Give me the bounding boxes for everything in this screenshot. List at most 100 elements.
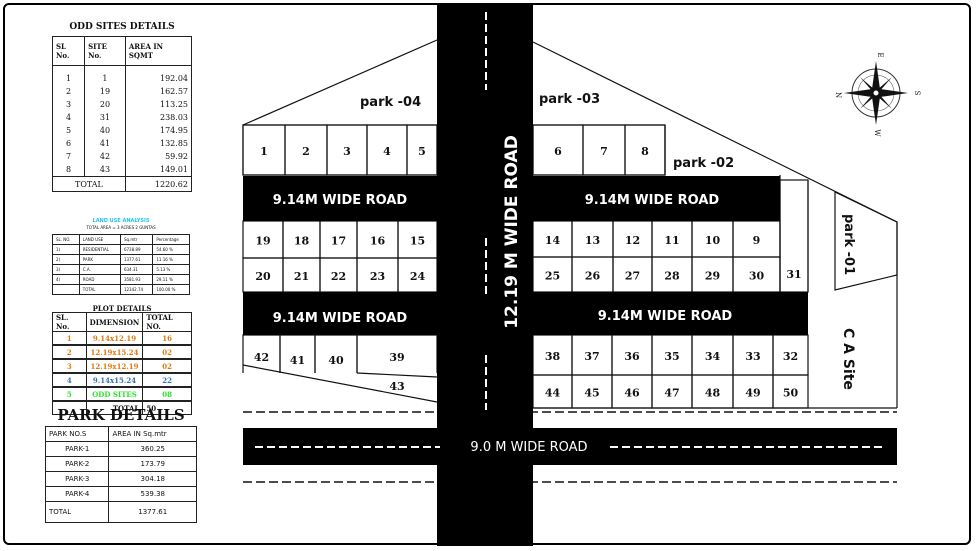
table-cell: 3 — [51, 98, 86, 111]
plot-49[interactable]: 49 — [732, 374, 774, 409]
plot-28[interactable]: 28 — [651, 256, 693, 293]
plot-number: 46 — [624, 387, 640, 400]
park-details-title: PARK DETAILS — [57, 406, 185, 424]
plot-number: 34 — [705, 350, 721, 363]
plot-34[interactable]: 34 — [691, 334, 734, 376]
plot-20[interactable]: 20 — [242, 257, 284, 293]
plot-number: 10 — [705, 234, 721, 247]
plot-30[interactable]: 30 — [732, 256, 781, 293]
plot-14[interactable]: 14 — [532, 220, 573, 258]
plot-18[interactable]: 18 — [282, 220, 321, 259]
plot-19[interactable]: 19 — [242, 220, 284, 259]
plot-15[interactable]: 15 — [397, 220, 438, 259]
plot-45[interactable]: 45 — [571, 374, 613, 409]
plot-5[interactable]: 5 — [406, 124, 438, 176]
table-cell: 2 — [51, 85, 86, 98]
total-value: 1220.62 — [124, 176, 193, 192]
plot-8[interactable]: 8 — [624, 124, 666, 176]
table-cell: 162.57 — [124, 85, 193, 98]
park-02-label: park -02 — [673, 156, 734, 171]
header-cell: DIMENSION — [85, 312, 144, 332]
plot-number: 48 — [705, 387, 721, 400]
plot-40[interactable]: 40 — [314, 334, 358, 373]
plot-number: 36 — [624, 350, 640, 363]
plot-25[interactable]: 25 — [532, 256, 573, 293]
plot-13[interactable]: 13 — [571, 220, 614, 258]
plot-42[interactable]: 42 — [242, 334, 281, 373]
plot-3[interactable]: 3 — [326, 124, 368, 176]
plot-number: 16 — [370, 235, 386, 248]
plot-44[interactable]: 44 — [532, 374, 573, 409]
plot-4[interactable]: 4 — [366, 124, 408, 176]
plot-23[interactable]: 23 — [356, 257, 399, 293]
road-label: 9.14M WIDE ROAD — [273, 193, 408, 208]
plot-39[interactable]: 39 — [356, 334, 438, 373]
plot-number: 33 — [745, 350, 760, 363]
plot-number: 19 — [255, 235, 270, 248]
plot-number: 47 — [664, 387, 679, 400]
plot-number: 50 — [783, 387, 799, 400]
table-cell: 12.19x12.19 — [85, 358, 144, 374]
plot-43[interactable]: 43 — [389, 380, 404, 393]
plot-26[interactable]: 26 — [571, 256, 614, 293]
plot-number: 12 — [625, 234, 640, 247]
plot-16[interactable]: 16 — [356, 220, 399, 259]
plot-number: 1 — [260, 145, 268, 158]
plot-22[interactable]: 22 — [319, 257, 358, 293]
plot-1[interactable]: 1 — [242, 124, 286, 176]
plot-10[interactable]: 10 — [691, 220, 734, 258]
plot-7[interactable]: 7 — [582, 124, 626, 176]
table-cell: 6 — [51, 137, 86, 150]
table-cell: 1 — [51, 65, 86, 85]
total-label: TOTAL — [52, 176, 126, 192]
table-cell: 9.14x12.19 — [85, 331, 144, 346]
plot-50[interactable]: 50 — [772, 374, 809, 409]
block-a — [242, 124, 438, 176]
plot-29[interactable]: 29 — [691, 256, 734, 293]
plot-35[interactable]: 35 — [651, 334, 693, 376]
plot-36[interactable]: 36 — [611, 334, 653, 376]
table-cell: 08 — [142, 386, 192, 402]
table-cell: 16 — [142, 331, 192, 346]
plot-24[interactable]: 24 — [397, 257, 438, 293]
plot-9[interactable]: 9 — [732, 220, 781, 258]
plot-number: 13 — [585, 234, 600, 247]
table-cell: 4 — [51, 111, 86, 124]
plot-31[interactable]: 31 — [779, 179, 809, 293]
plot-number: 24 — [410, 270, 426, 283]
plot-12[interactable]: 12 — [612, 220, 653, 258]
plot-2[interactable]: 2 — [284, 124, 328, 176]
table-cell: 02 — [142, 344, 192, 360]
plot-number: 21 — [294, 270, 309, 283]
table-cell: 238.03 — [124, 111, 193, 124]
plot-number: 25 — [545, 270, 560, 283]
road-top-left — [243, 176, 437, 221]
plot-27[interactable]: 27 — [612, 256, 653, 293]
table-cell: 7 — [51, 150, 86, 163]
table-cell: 113.25 — [124, 98, 193, 111]
plot-number: 17 — [331, 235, 346, 248]
road-top-right — [533, 176, 780, 221]
plot-number: 29 — [705, 270, 720, 283]
total-value: 1377.61 — [108, 501, 197, 523]
plot-37[interactable]: 37 — [571, 334, 613, 376]
plot-47[interactable]: 47 — [651, 374, 693, 409]
plot-11[interactable]: 11 — [651, 220, 693, 258]
plot-38[interactable]: 38 — [532, 334, 573, 376]
plot-46[interactable]: 46 — [611, 374, 653, 409]
plot-21[interactable]: 21 — [282, 257, 321, 293]
plot-33[interactable]: 33 — [732, 334, 774, 376]
park-03-label: park -03 — [539, 92, 600, 107]
plot-41[interactable]: 41 — [279, 334, 316, 373]
road-label: 9.0 M WIDE ROAD — [470, 440, 587, 455]
plot-48[interactable]: 48 — [691, 374, 734, 409]
plot-32[interactable]: 32 — [772, 334, 809, 376]
plot-17[interactable]: 17 — [319, 220, 358, 259]
plot-6[interactable]: 6 — [532, 124, 584, 176]
